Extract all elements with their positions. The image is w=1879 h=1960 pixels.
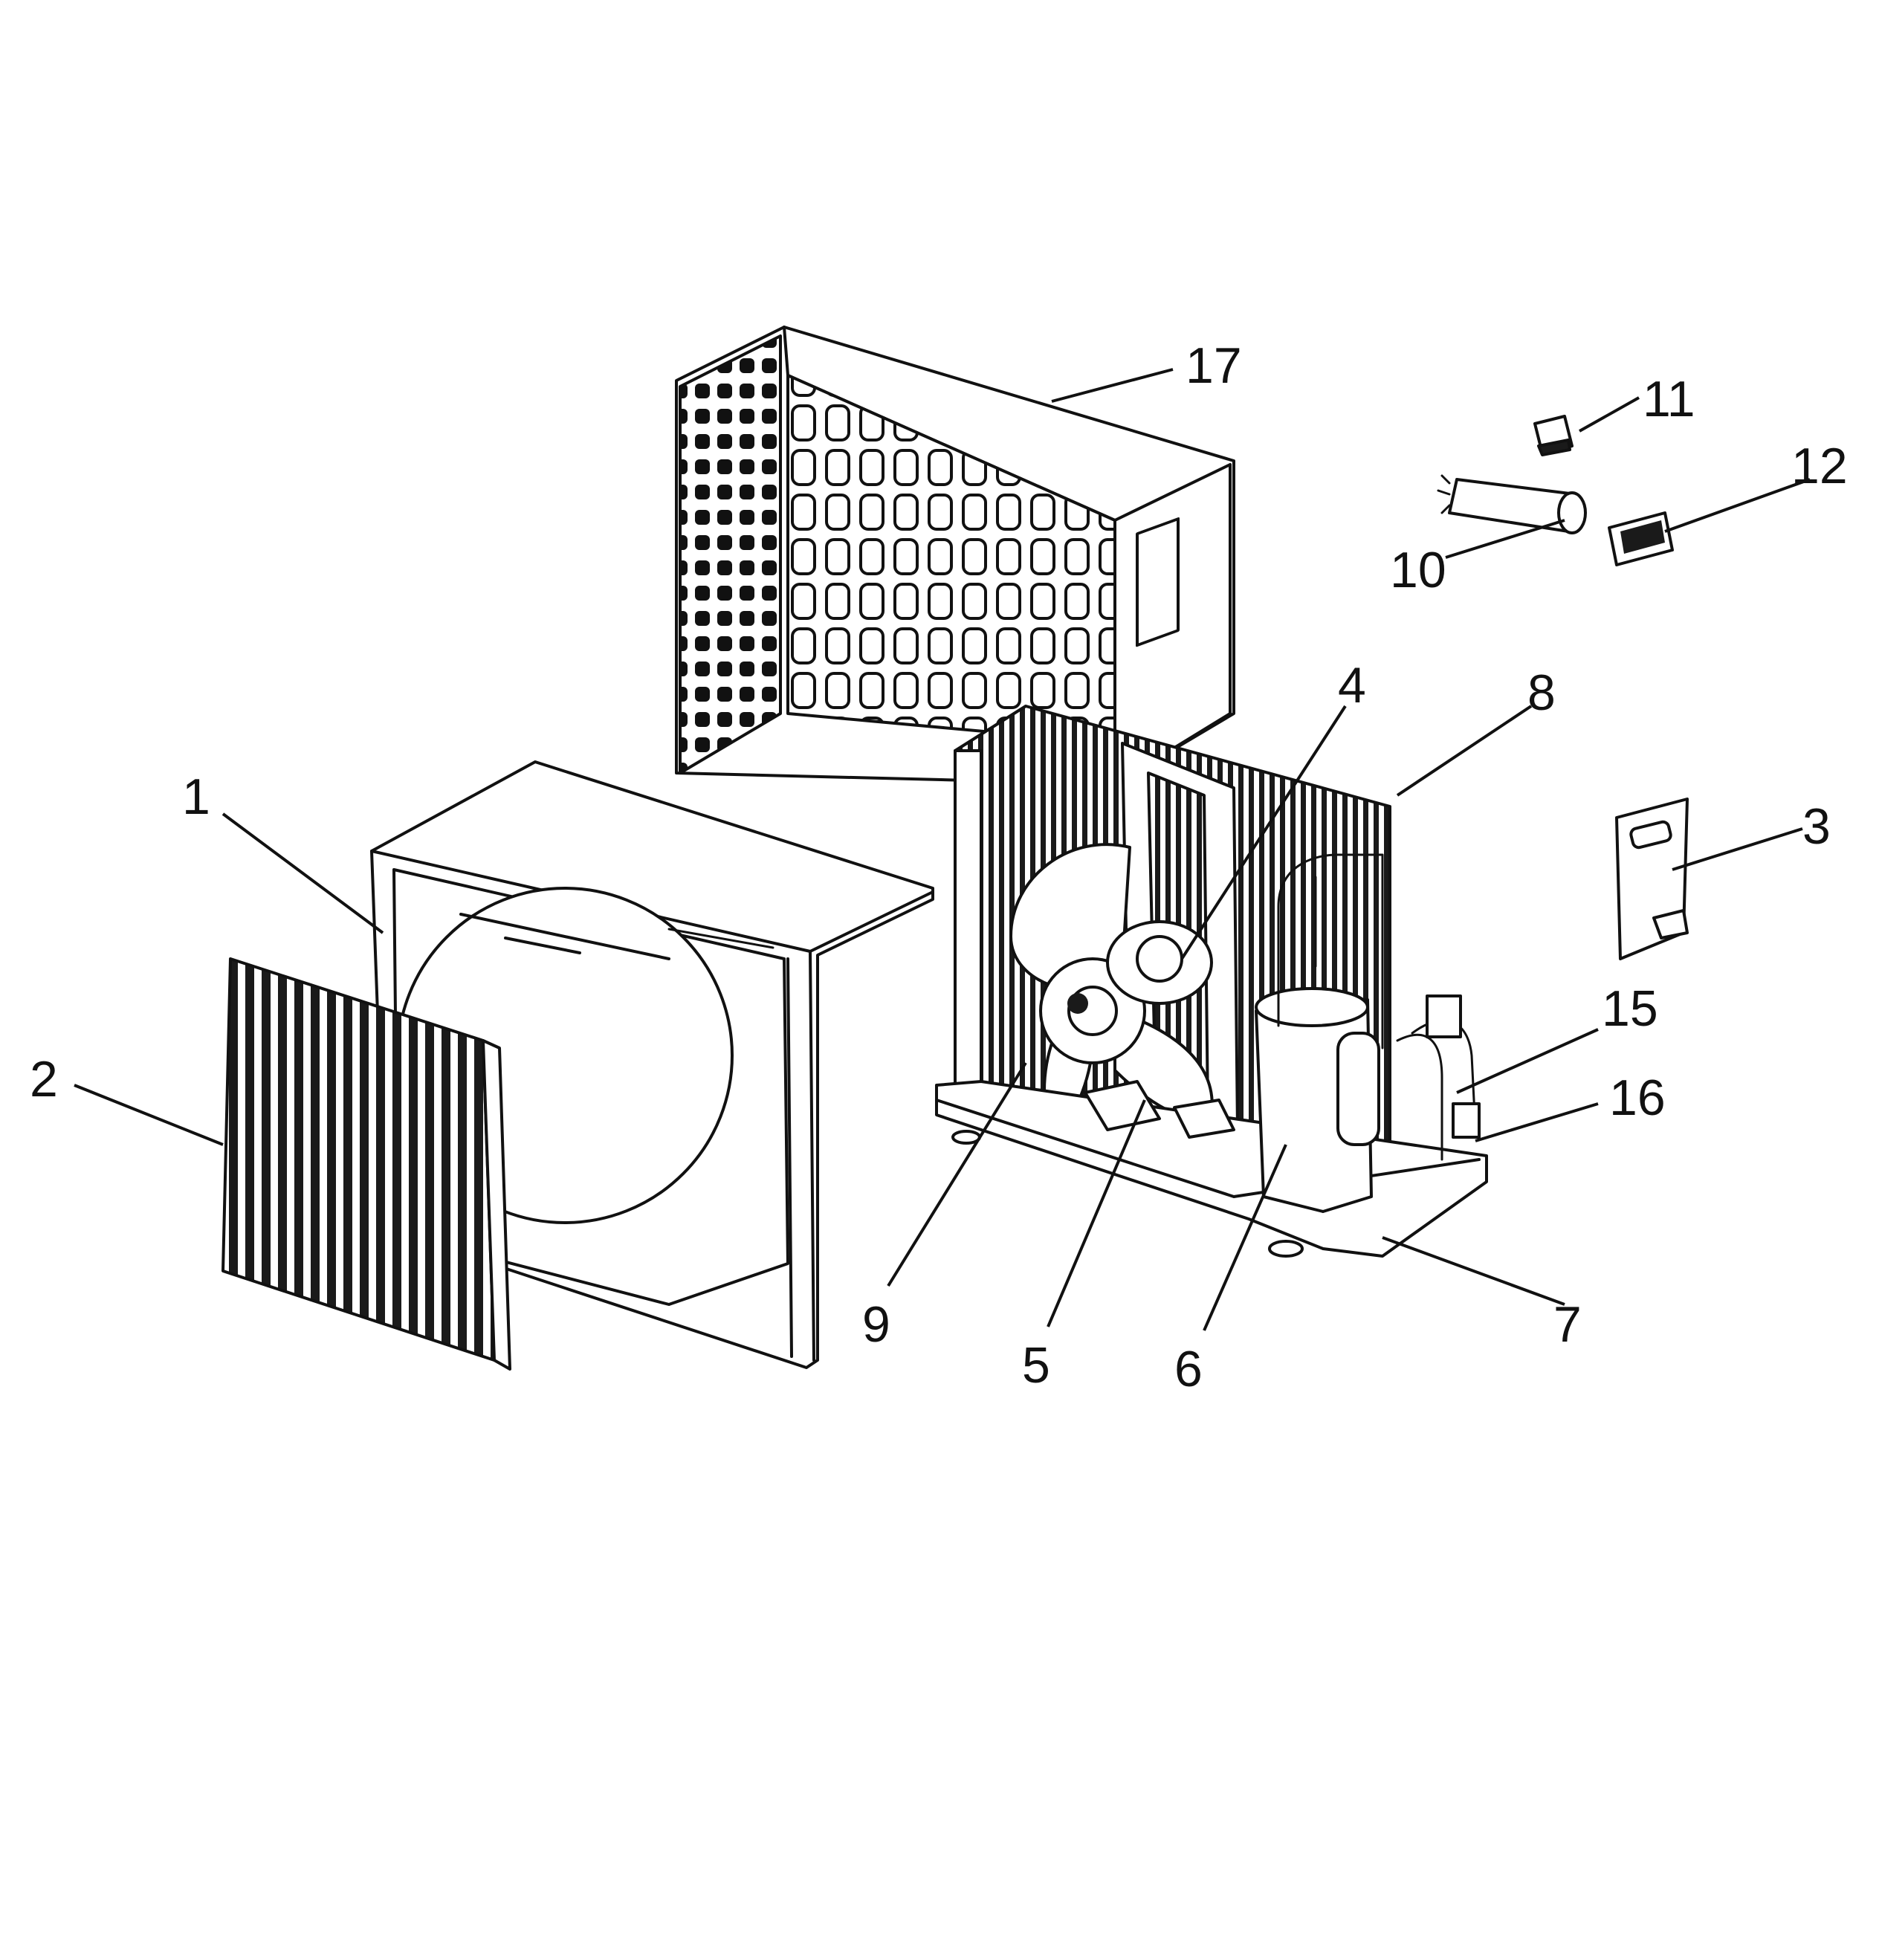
callout-6: 6 <box>1174 1341 1203 1397</box>
outer-cabinet <box>370 760 934 1369</box>
callout-10: 10 <box>1390 542 1446 598</box>
callout-9: 9 <box>862 1296 890 1353</box>
access-cover <box>1615 798 1689 960</box>
callout-16: 16 <box>1609 1070 1666 1126</box>
internal-assembly <box>935 705 1488 1258</box>
callout-3: 3 <box>1802 798 1831 855</box>
callout-2: 2 <box>30 1051 58 1107</box>
callout-5: 5 <box>1022 1337 1050 1394</box>
callout-7: 7 <box>1553 1296 1582 1353</box>
callout-4: 4 <box>1338 657 1366 714</box>
callout-1: 1 <box>182 769 210 825</box>
callout-17: 17 <box>1186 337 1242 394</box>
callout-8: 8 <box>1527 664 1556 721</box>
leader-lines <box>74 368 1811 1331</box>
callout-12: 12 <box>1791 438 1848 494</box>
callout-11: 11 <box>1643 371 1695 427</box>
capacitor <box>1437 474 1587 534</box>
callout-labels: 17 11 12 10 4 8 3 1 2 15 16 9 5 6 7 <box>30 337 1848 1397</box>
terminal-block <box>1608 511 1674 566</box>
front-grille <box>221 957 511 1371</box>
rear-guard-panel <box>675 326 1235 786</box>
callout-15: 15 <box>1602 980 1658 1037</box>
relay <box>1533 415 1574 456</box>
